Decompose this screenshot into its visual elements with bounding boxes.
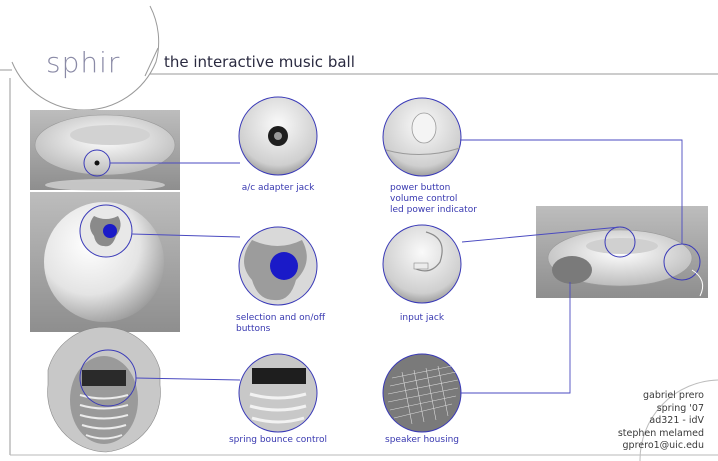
sphere-body (44, 202, 164, 322)
torus-hole (70, 125, 150, 145)
label-adapter-jack: a/c adapter jack (241, 183, 315, 193)
label-input-jack: input jack (399, 313, 445, 323)
power-button-shape (411, 112, 437, 144)
spring-cap-large (252, 368, 306, 384)
input-plug (413, 262, 429, 270)
page-tagline: the interactive music ball (164, 53, 355, 71)
label-selection-line1: selection and on/off (236, 313, 326, 323)
label-spring-bounce: spring bounce control (228, 435, 328, 445)
brand-logo: sphir (46, 46, 121, 79)
adapter-jack-inner (274, 132, 282, 140)
line-input (461, 226, 621, 243)
credit-instructor: stephen melamed (617, 427, 704, 439)
line-selection (131, 233, 241, 238)
right-torus-speaker (552, 256, 592, 284)
credit-course: ad321 - idV (649, 415, 704, 426)
label-volume-control: volume control (390, 194, 458, 204)
credit-name: gabriel prero (642, 390, 704, 401)
detail-speaker (382, 353, 462, 433)
credit-email: gprero1@uic.edu (622, 440, 704, 451)
credit-term: spring '07 (656, 402, 704, 414)
header-slash (144, 47, 159, 77)
label-power-group: power button volume control led power in… (390, 183, 510, 216)
selection-button-large (270, 252, 298, 280)
selection-button-small (103, 224, 117, 238)
right-torus-hole (586, 238, 658, 254)
header-arc (11, 5, 160, 111)
spring-coils-small (79, 394, 129, 440)
input-cable (413, 231, 443, 272)
credits-arc (639, 379, 718, 461)
label-selection-group: selection and on/off buttons (236, 313, 356, 335)
power-surface-edge (385, 147, 461, 156)
adapter-jack-dot (94, 160, 100, 166)
line-spring (135, 377, 241, 381)
right-cable (691, 269, 704, 297)
cutaway-cap (82, 370, 126, 386)
torus-reflection (45, 179, 165, 191)
line-speaker (460, 282, 571, 394)
label-led-indicator: led power indicator (390, 205, 477, 215)
label-selection-line2: buttons (236, 324, 271, 334)
torus-body (34, 114, 176, 176)
spring-coils-large (249, 392, 307, 424)
label-power-button: power button (390, 183, 451, 193)
cutaway-inner (70, 356, 138, 444)
speaker-mesh (387, 365, 459, 425)
line-power (460, 139, 683, 244)
connector-lines (110, 139, 683, 394)
credits-block: gabriel prero spring '07 ad321 - idV ste… (618, 390, 704, 453)
label-speaker-housing: speaker housing (385, 435, 459, 445)
